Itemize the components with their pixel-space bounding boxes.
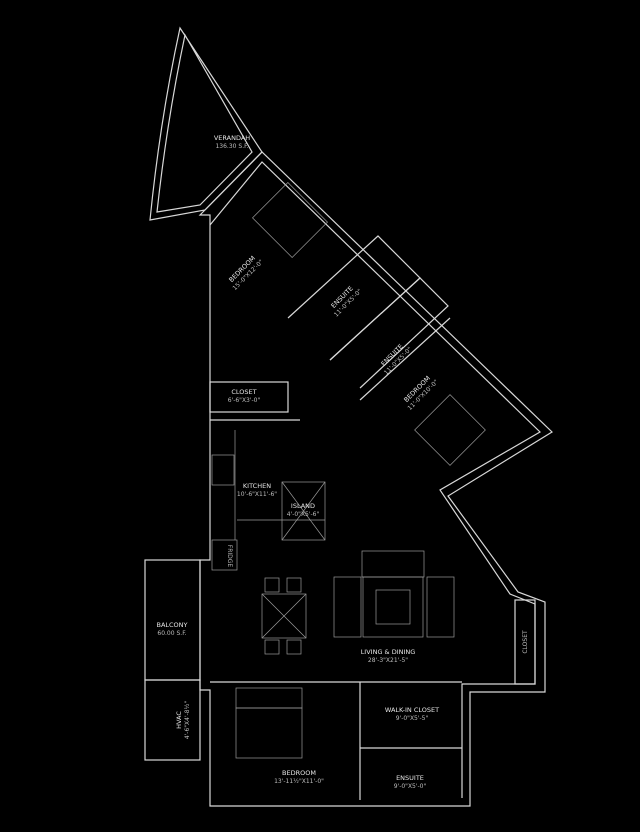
balcony-label: BALCONY [156, 621, 187, 629]
closet-label: CLOSET [231, 388, 256, 396]
balcony-size: 60.00 S.F. [157, 630, 186, 637]
balcony-outline [144, 559, 201, 681]
bedroom2-wall [359, 317, 451, 401]
hvac-size: 4'-6"X4'-8½" [184, 701, 191, 740]
unit-inner-wall [209, 161, 541, 798]
living-dining-size: 28'-3"X21'-5" [368, 657, 408, 664]
bed-2 [414, 394, 486, 466]
verandah-outline [149, 26, 263, 221]
island [281, 481, 326, 541]
kitchen-label: KITCHEN [243, 482, 271, 490]
walk-in-closet-label: WALK-IN CLOSET [385, 706, 439, 714]
ensuite-3-label: ENSUITE [396, 774, 424, 782]
bedroom-3-label: BEDROOM [282, 769, 316, 777]
walk-in-closet-size: 9'-0"X5'-5" [396, 715, 429, 722]
island-label: ISLAND [291, 502, 315, 510]
kitchen-size: 10'-6"X11'-6" [237, 491, 277, 498]
stove [211, 454, 235, 486]
living-furniture [333, 550, 455, 638]
fridge-label: FRIDGE [226, 545, 233, 568]
bed-3 [235, 687, 303, 759]
ensuite2-walls [329, 277, 449, 389]
island-size: 4'-0"X5'-6" [287, 511, 320, 518]
closet-walls [209, 381, 289, 413]
hvac-outline [144, 679, 201, 761]
verandah-label: VERANDAH [214, 134, 250, 142]
verandah-size: 136.30 S.F. [215, 143, 248, 150]
living-dining-label: LIVING & DINING [361, 648, 416, 656]
bedroom-3-size: 13'-11½"X11'-0" [274, 778, 324, 785]
closet-2-label: CLOSET [522, 630, 529, 654]
ensuite-3-size: 9'-0"X5'-0" [394, 783, 427, 790]
fridge-box [211, 539, 238, 571]
closet-size: 6'-6"X3'-0" [228, 397, 261, 404]
hvac-label: HVAC [175, 711, 183, 729]
unit-outer-wall [198, 151, 553, 807]
dining-table [261, 577, 307, 655]
bed-1 [252, 182, 328, 258]
closet-right [514, 599, 536, 685]
